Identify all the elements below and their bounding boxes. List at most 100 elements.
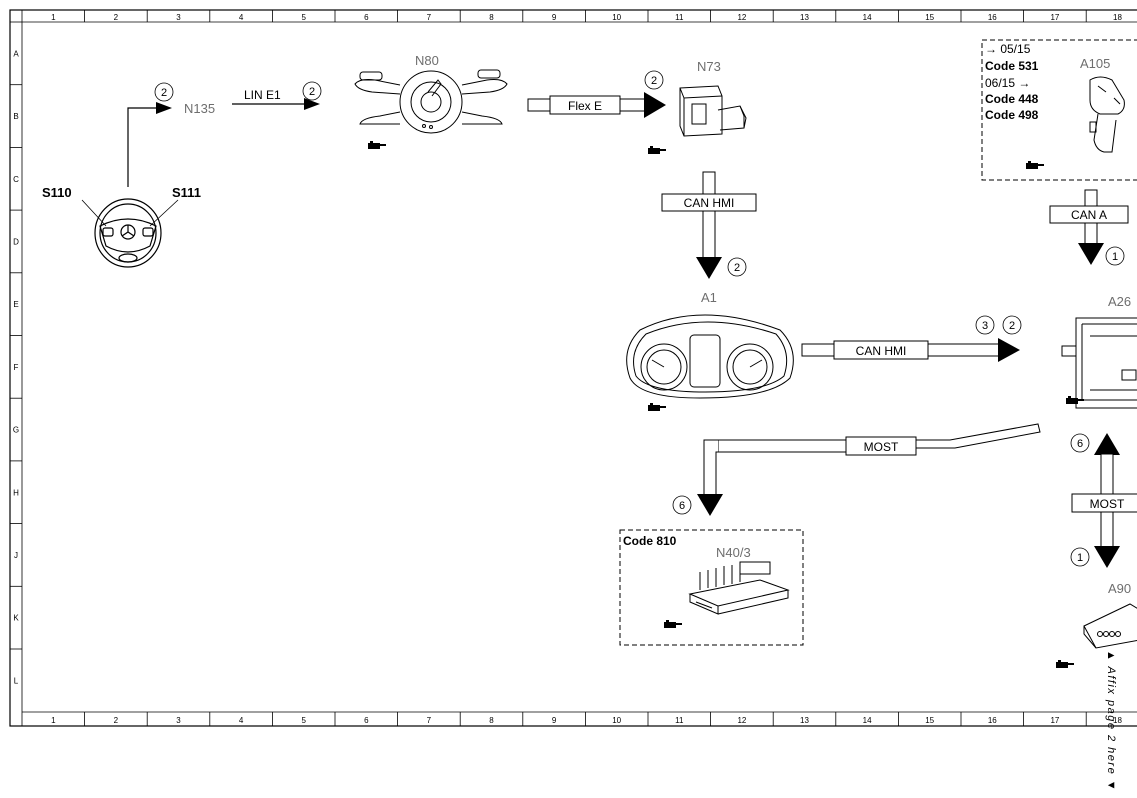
grid-column-ticks	[21, 10, 1087, 726]
circled-number-can-a: 1	[1105, 246, 1125, 266]
ref-icon-thumb	[370, 141, 373, 143]
column-label-top: 17	[1050, 13, 1059, 22]
can-hmi-conduit-top	[702, 171, 716, 195]
column-label-top: 8	[489, 13, 494, 22]
selector-lever-icon	[1089, 76, 1125, 153]
steering-column-module-icon	[354, 69, 508, 134]
column-label-bottom: 18	[1113, 716, 1122, 725]
row-label: L	[14, 676, 19, 685]
a105-code-0: → 05/15	[985, 42, 1031, 56]
column-label-top: 9	[552, 13, 557, 22]
n40-3-label: N40/3	[716, 545, 751, 560]
instrument-cluster-icon	[626, 314, 794, 399]
column-label-top: 14	[863, 13, 872, 22]
column-label-bottom: 6	[364, 716, 369, 725]
can-a-down-arrowhead	[1078, 243, 1104, 265]
ref-icon-thumb	[1058, 660, 1061, 662]
column-label-bottom: 10	[612, 716, 621, 725]
column-label-bottom: 14	[863, 716, 872, 725]
can-a-label: CAN A	[1071, 208, 1107, 222]
circled-number-text: 2	[161, 87, 167, 99]
pointing-hand-icon	[368, 141, 386, 149]
can-hmi-h-conduit-right	[927, 343, 1001, 357]
most-down-arrowhead	[1094, 546, 1120, 568]
column-label-bottom: 4	[239, 716, 244, 725]
column-label-bottom: 9	[552, 716, 557, 725]
column-label-bottom: 15	[925, 716, 934, 725]
circle-outline	[1070, 433, 1090, 453]
ref-icon-body	[648, 405, 660, 411]
circled-number-text: 2	[734, 262, 740, 274]
a105-code-3: Code 448	[985, 92, 1039, 106]
column-label-top: 15	[925, 13, 934, 22]
n40-3-code: Code 810	[623, 534, 677, 548]
flex-e-label: Flex E	[568, 99, 602, 113]
n40-3-option-box	[619, 529, 804, 646]
circle-outline	[1002, 315, 1022, 335]
most-right-label: MOST	[1090, 497, 1125, 511]
column-label-bottom: 3	[176, 716, 181, 725]
column-label-bottom: 2	[114, 716, 119, 725]
wheel-to-n135-line	[127, 107, 158, 187]
s111-leader	[149, 199, 179, 227]
can-hmi-right-arrowhead	[998, 338, 1020, 362]
column-label-top: 3	[176, 13, 181, 22]
can-a-conduit-top	[1084, 189, 1098, 207]
row-label: J	[14, 551, 18, 560]
ignition-switch-icon	[679, 85, 747, 137]
ref-icon-body	[1026, 163, 1038, 169]
circle-outline	[727, 257, 747, 277]
amplifier-module-icon	[688, 561, 790, 615]
ref-icon-finger	[676, 623, 682, 625]
circled-number-text: 2	[651, 75, 657, 87]
most-left-conduit-mid	[717, 439, 847, 453]
row-label: H	[13, 488, 19, 497]
circle-outline	[672, 495, 692, 515]
grid-frame	[9, 9, 1137, 727]
lin-e1-arrowhead	[304, 98, 320, 110]
pointing-hand-icon	[664, 620, 682, 628]
ref-icon-thumb	[650, 146, 653, 148]
row-label: B	[13, 112, 18, 121]
ref-icon-body	[664, 622, 676, 628]
affix-note: ▲ Affix page 2 here ▼	[1105, 650, 1117, 792]
can-hmi-conduit-bottom	[702, 210, 716, 260]
pointing-hand-icon	[1026, 161, 1044, 169]
steering-wheel-icon	[94, 198, 162, 268]
column-label-top: 18	[1113, 13, 1122, 22]
ref-icon-finger	[1038, 164, 1044, 166]
column-label-top: 13	[800, 13, 809, 22]
column-label-top: 7	[427, 13, 432, 22]
circled-number-text: 1	[1077, 552, 1083, 564]
column-label-bottom: 1	[51, 716, 56, 725]
flex-e-conduit-left	[527, 98, 551, 112]
s110-label: S110	[42, 185, 72, 200]
column-label-top: 5	[301, 13, 306, 22]
column-label-bottom: 17	[1050, 716, 1059, 725]
a105-code-list: → 05/15 Code 531 06/15 → Code 448 Code 4…	[985, 42, 1039, 122]
lin-e1-label: LIN E1	[244, 88, 281, 102]
circled-number-flex-e: 2	[644, 70, 664, 90]
reference-icons	[368, 141, 1084, 668]
s110-leader	[81, 199, 107, 227]
head-unit-icon	[1061, 317, 1137, 409]
column-label-top: 11	[675, 13, 684, 22]
most-right-conduit-top	[1100, 453, 1114, 495]
most-left-conduit	[915, 423, 1041, 449]
column-label-bottom: 5	[301, 716, 306, 725]
column-label-bottom: 7	[427, 716, 432, 725]
ref-icon-body	[1056, 662, 1068, 668]
a105-code-4: Code 498	[985, 108, 1039, 122]
pointing-hand-icon	[648, 403, 666, 411]
circled-number-most-left: 6	[672, 495, 692, 515]
circle-outline	[644, 70, 664, 90]
column-label-bottom: 11	[675, 716, 684, 725]
most-left-conduit-elbow	[703, 439, 718, 497]
flex-e-conduit-right	[619, 98, 647, 112]
pointing-hand-icon	[1056, 660, 1074, 668]
can-hmi-h-conduit-left	[801, 343, 835, 357]
